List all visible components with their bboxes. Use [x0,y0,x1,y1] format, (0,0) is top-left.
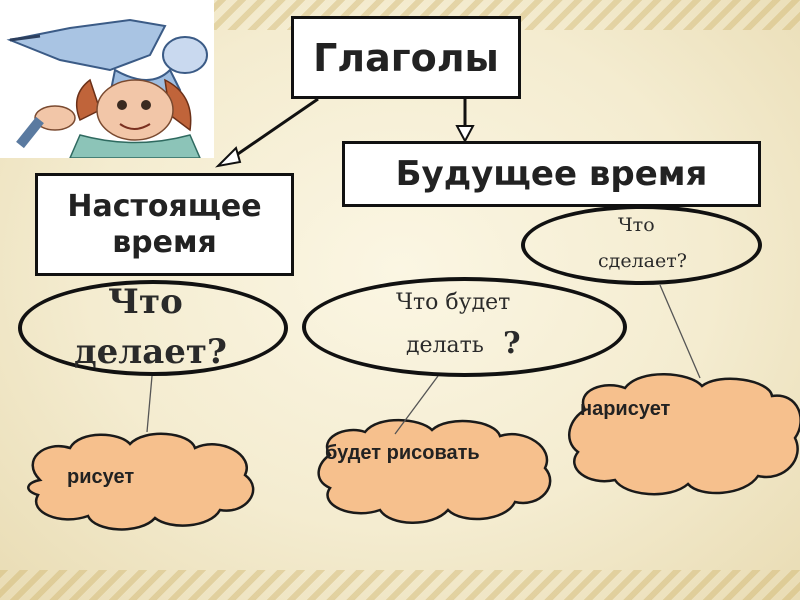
cloud-future-imperfective-answer [317,418,552,524]
present-question-line2: делает? [74,332,227,372]
arrow-head-present [215,146,242,168]
future-perfective-question-line1: Что [618,214,655,236]
root-label: Глаголы [313,35,499,80]
cloud-future-perfective-answer [567,373,800,496]
future-perfective-answer-text: нарисует [580,398,671,420]
future-imperfective-question-mark: ? [503,326,521,361]
future-imperfective-question-line1: Что будет [396,290,511,315]
cloud-present-answer [27,432,255,531]
future-imperfective-answer-text: будет рисовать [325,442,480,464]
present-question-line1: Что [108,282,183,322]
link-future-imperfective-to-cloud [394,375,439,435]
present-tense-box: Настоящее время [35,173,294,276]
future-tense-box: Будущее время [342,141,761,207]
arrow-root-to-present [231,97,319,160]
present-label-line1: Настоящее [67,188,262,224]
present-question-oval [18,280,288,376]
future-perfective-question-oval [521,205,762,285]
link-future-perfective-to-cloud [659,284,701,379]
future-perfective-question-line2: сделает? [598,250,687,272]
present-answer-text: рисует [67,466,135,488]
wizard-character-image [0,0,214,158]
link-present-to-cloud [146,375,153,433]
present-label-line2: время [112,224,217,260]
root-verbs-box: Глаголы [291,16,521,99]
future-label: Будущее время [395,154,708,194]
future-imperfective-question-oval [302,277,627,377]
arrow-head-future [455,125,475,144]
future-imperfective-question-line2: делать [406,333,484,358]
